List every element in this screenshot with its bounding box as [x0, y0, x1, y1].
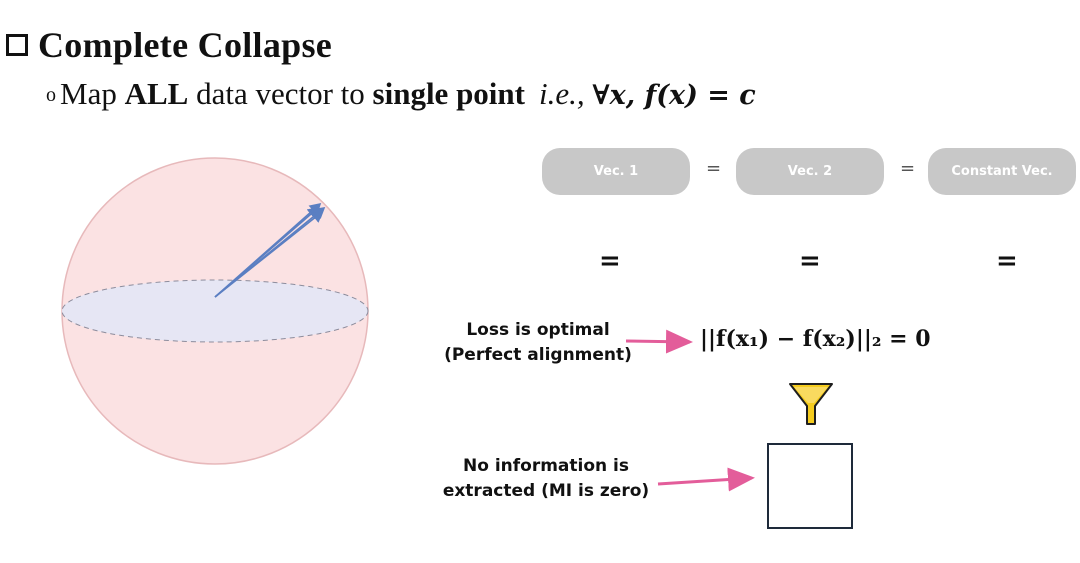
loss-label: Loss is optimal (Perfect alignment)	[438, 318, 638, 368]
noinfo-label-line2: extracted (MI is zero)	[436, 479, 656, 504]
vec1-pill: Vec. 1	[542, 148, 690, 195]
alignment-formula: ||f(x₁) − f(x₂)||₂ = 0	[700, 326, 931, 352]
equals-1: =	[706, 158, 721, 179]
constant-vec-pill: Constant Vec.	[928, 148, 1076, 195]
empty-output-box	[767, 443, 853, 529]
noinfo-pointer-arrow	[658, 478, 752, 484]
vec2-pill: Vec. 2	[736, 148, 884, 195]
funnel-icon	[790, 384, 832, 424]
equals-big-2: =	[799, 246, 821, 276]
loss-label-line1: Loss is optimal	[438, 318, 638, 343]
equals-2: =	[900, 158, 915, 179]
noinfo-label: No information is extracted (MI is zero)	[436, 454, 656, 504]
equals-big-3: =	[996, 246, 1018, 276]
loss-label-line2: (Perfect alignment)	[438, 343, 638, 368]
sphere-equator	[62, 280, 368, 342]
equals-big-1: =	[599, 246, 621, 276]
noinfo-label-line1: No information is	[436, 454, 656, 479]
